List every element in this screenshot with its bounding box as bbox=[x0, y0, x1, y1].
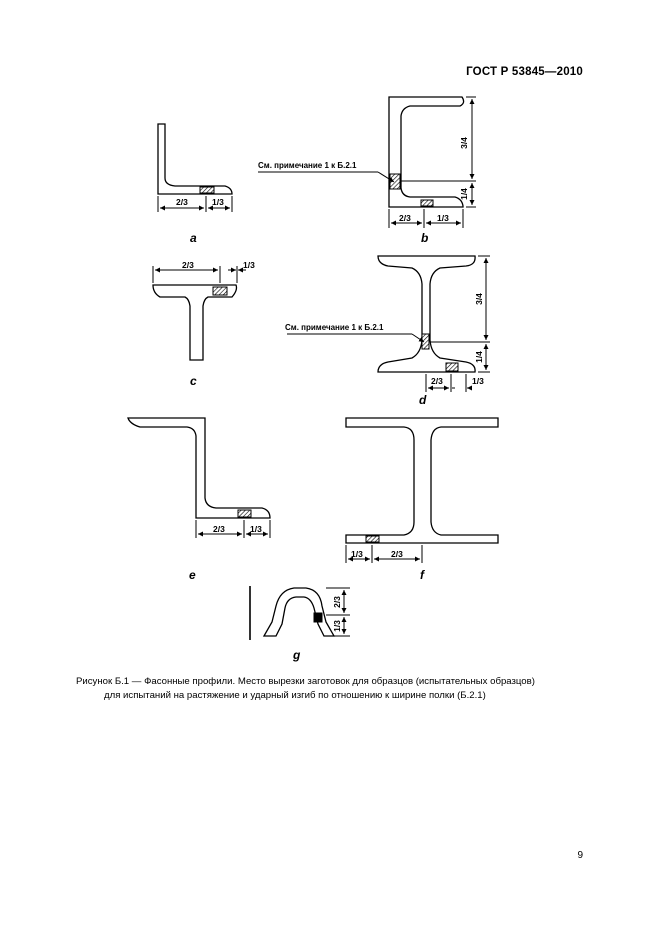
dim-f-two-thirds: 2/3 bbox=[391, 549, 403, 559]
dim-e-one-third: 1/3 bbox=[250, 524, 262, 534]
profile-b-channel bbox=[258, 96, 476, 228]
label-e: e bbox=[189, 568, 196, 582]
page-number: 9 bbox=[577, 850, 583, 861]
dim-d-one-quarter: 1/4 bbox=[474, 351, 484, 363]
specimen-zone-d-flange bbox=[445, 362, 459, 372]
caption-line-1: Рисунок Б.1 — Фасонные профили. Место вы… bbox=[76, 676, 535, 687]
label-c: c bbox=[190, 374, 197, 388]
specimen-zone-b-web bbox=[389, 173, 401, 190]
label-d: d bbox=[419, 393, 427, 407]
dim-g-one-third: 1/3 bbox=[332, 620, 342, 632]
dim-b-three-quarters: 3/4 bbox=[459, 137, 469, 149]
dim-d-two-thirds: 2/3 bbox=[431, 376, 443, 386]
dim-b-one-third: 1/3 bbox=[437, 213, 449, 223]
specimen-zone-f bbox=[365, 535, 380, 543]
profile-a-angle bbox=[157, 123, 233, 212]
label-b: b bbox=[421, 231, 428, 245]
dim-b-two-thirds: 2/3 bbox=[399, 213, 411, 223]
dim-c-one-third: 1/3 bbox=[243, 260, 255, 270]
dim-d-one-third: 1/3 bbox=[472, 376, 484, 386]
profile-c-tee bbox=[152, 266, 246, 361]
label-f: f bbox=[420, 568, 425, 582]
specimen-zone-a bbox=[199, 186, 215, 194]
specimen-zone-c bbox=[212, 286, 228, 296]
dim-g-two-thirds: 2/3 bbox=[332, 596, 342, 608]
dim-a-two-thirds: 2/3 bbox=[176, 197, 188, 207]
label-a: a bbox=[190, 231, 197, 245]
profile-d-ibeam bbox=[287, 255, 490, 392]
note-b: См. примечание 1 к Б.2.1 bbox=[258, 161, 357, 170]
dim-a-one-third: 1/3 bbox=[212, 197, 224, 207]
caption-line-2: для испытаний на растяжение и ударный из… bbox=[104, 690, 486, 701]
dim-b-one-quarter: 1/4 bbox=[459, 188, 469, 200]
figure-caption: Рисунок Б.1 — Фасонные профили. Место вы… bbox=[76, 675, 596, 703]
profile-f-ibeam bbox=[345, 417, 499, 563]
profile-g-bent bbox=[249, 586, 350, 640]
dim-f-one-third: 1/3 bbox=[351, 549, 363, 559]
note-d: См. примечание 1 к Б.2.1 bbox=[285, 323, 384, 332]
profile-e-zed bbox=[127, 417, 271, 538]
dim-e-two-thirds: 2/3 bbox=[213, 524, 225, 534]
dim-d-three-quarters: 3/4 bbox=[474, 293, 484, 305]
specimen-zone-g bbox=[313, 612, 323, 623]
specimen-zone-e bbox=[237, 509, 252, 518]
specimen-zone-b-flange bbox=[420, 199, 434, 207]
dim-c-two-thirds: 2/3 bbox=[182, 260, 194, 270]
document-header: ГОСТ Р 53845—2010 bbox=[466, 66, 583, 78]
label-g: g bbox=[292, 648, 301, 662]
